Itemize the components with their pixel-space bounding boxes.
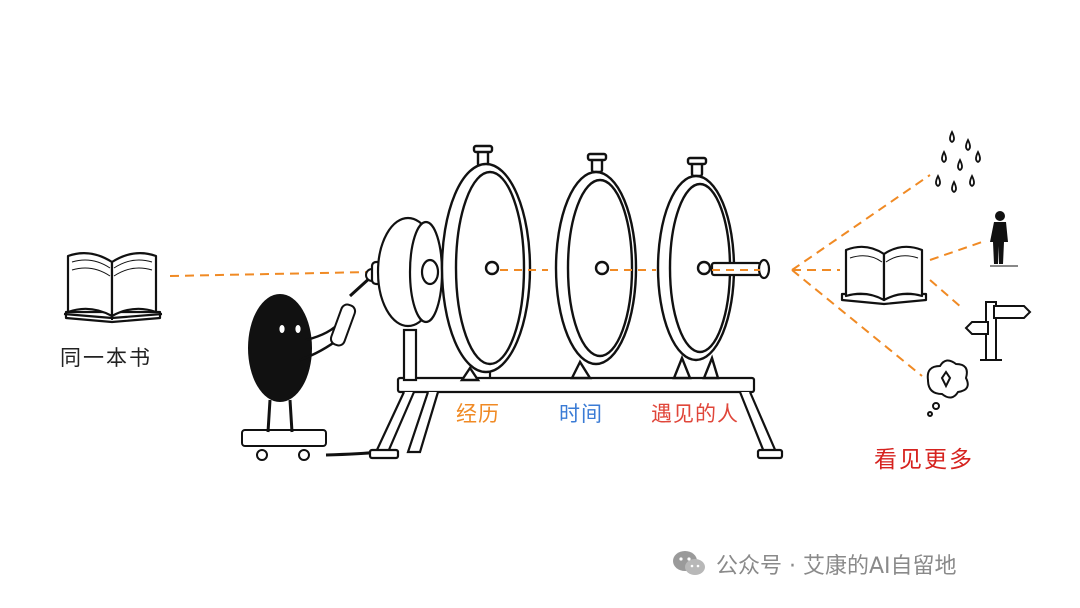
- character-base-board: [241, 429, 327, 447]
- see-more-label: 看见更多: [874, 447, 974, 473]
- people-label: 遇见的人: [651, 402, 739, 426]
- stand-frame: [368, 328, 784, 460]
- wheel-people: [656, 156, 736, 380]
- left-book-icon: [63, 251, 163, 324]
- rain-drops-icon: [935, 129, 981, 194]
- watermark-text: 公众号 · 艾康的AI自留地: [716, 554, 957, 579]
- thought-bubble-icon: [926, 359, 969, 417]
- crank-handle: [329, 268, 379, 347]
- time-label: 时间: [559, 402, 603, 426]
- person-icon: [990, 211, 1018, 267]
- input-dashed-line: [169, 271, 373, 277]
- left-book-label: 同一本书: [60, 346, 152, 370]
- output-dashed-lines: [791, 174, 983, 377]
- motor-housing: [370, 216, 444, 328]
- experience-label: 经历: [456, 402, 500, 426]
- character-figure: [241, 294, 381, 461]
- watermark: 公众号 · 艾康的AI自留地: [670, 548, 957, 580]
- wechat-icon: [673, 551, 705, 575]
- wheel-time: [554, 152, 638, 380]
- wheel-experience: [440, 144, 532, 382]
- right-book-icon: [840, 245, 928, 306]
- signpost-icon: [964, 301, 1032, 361]
